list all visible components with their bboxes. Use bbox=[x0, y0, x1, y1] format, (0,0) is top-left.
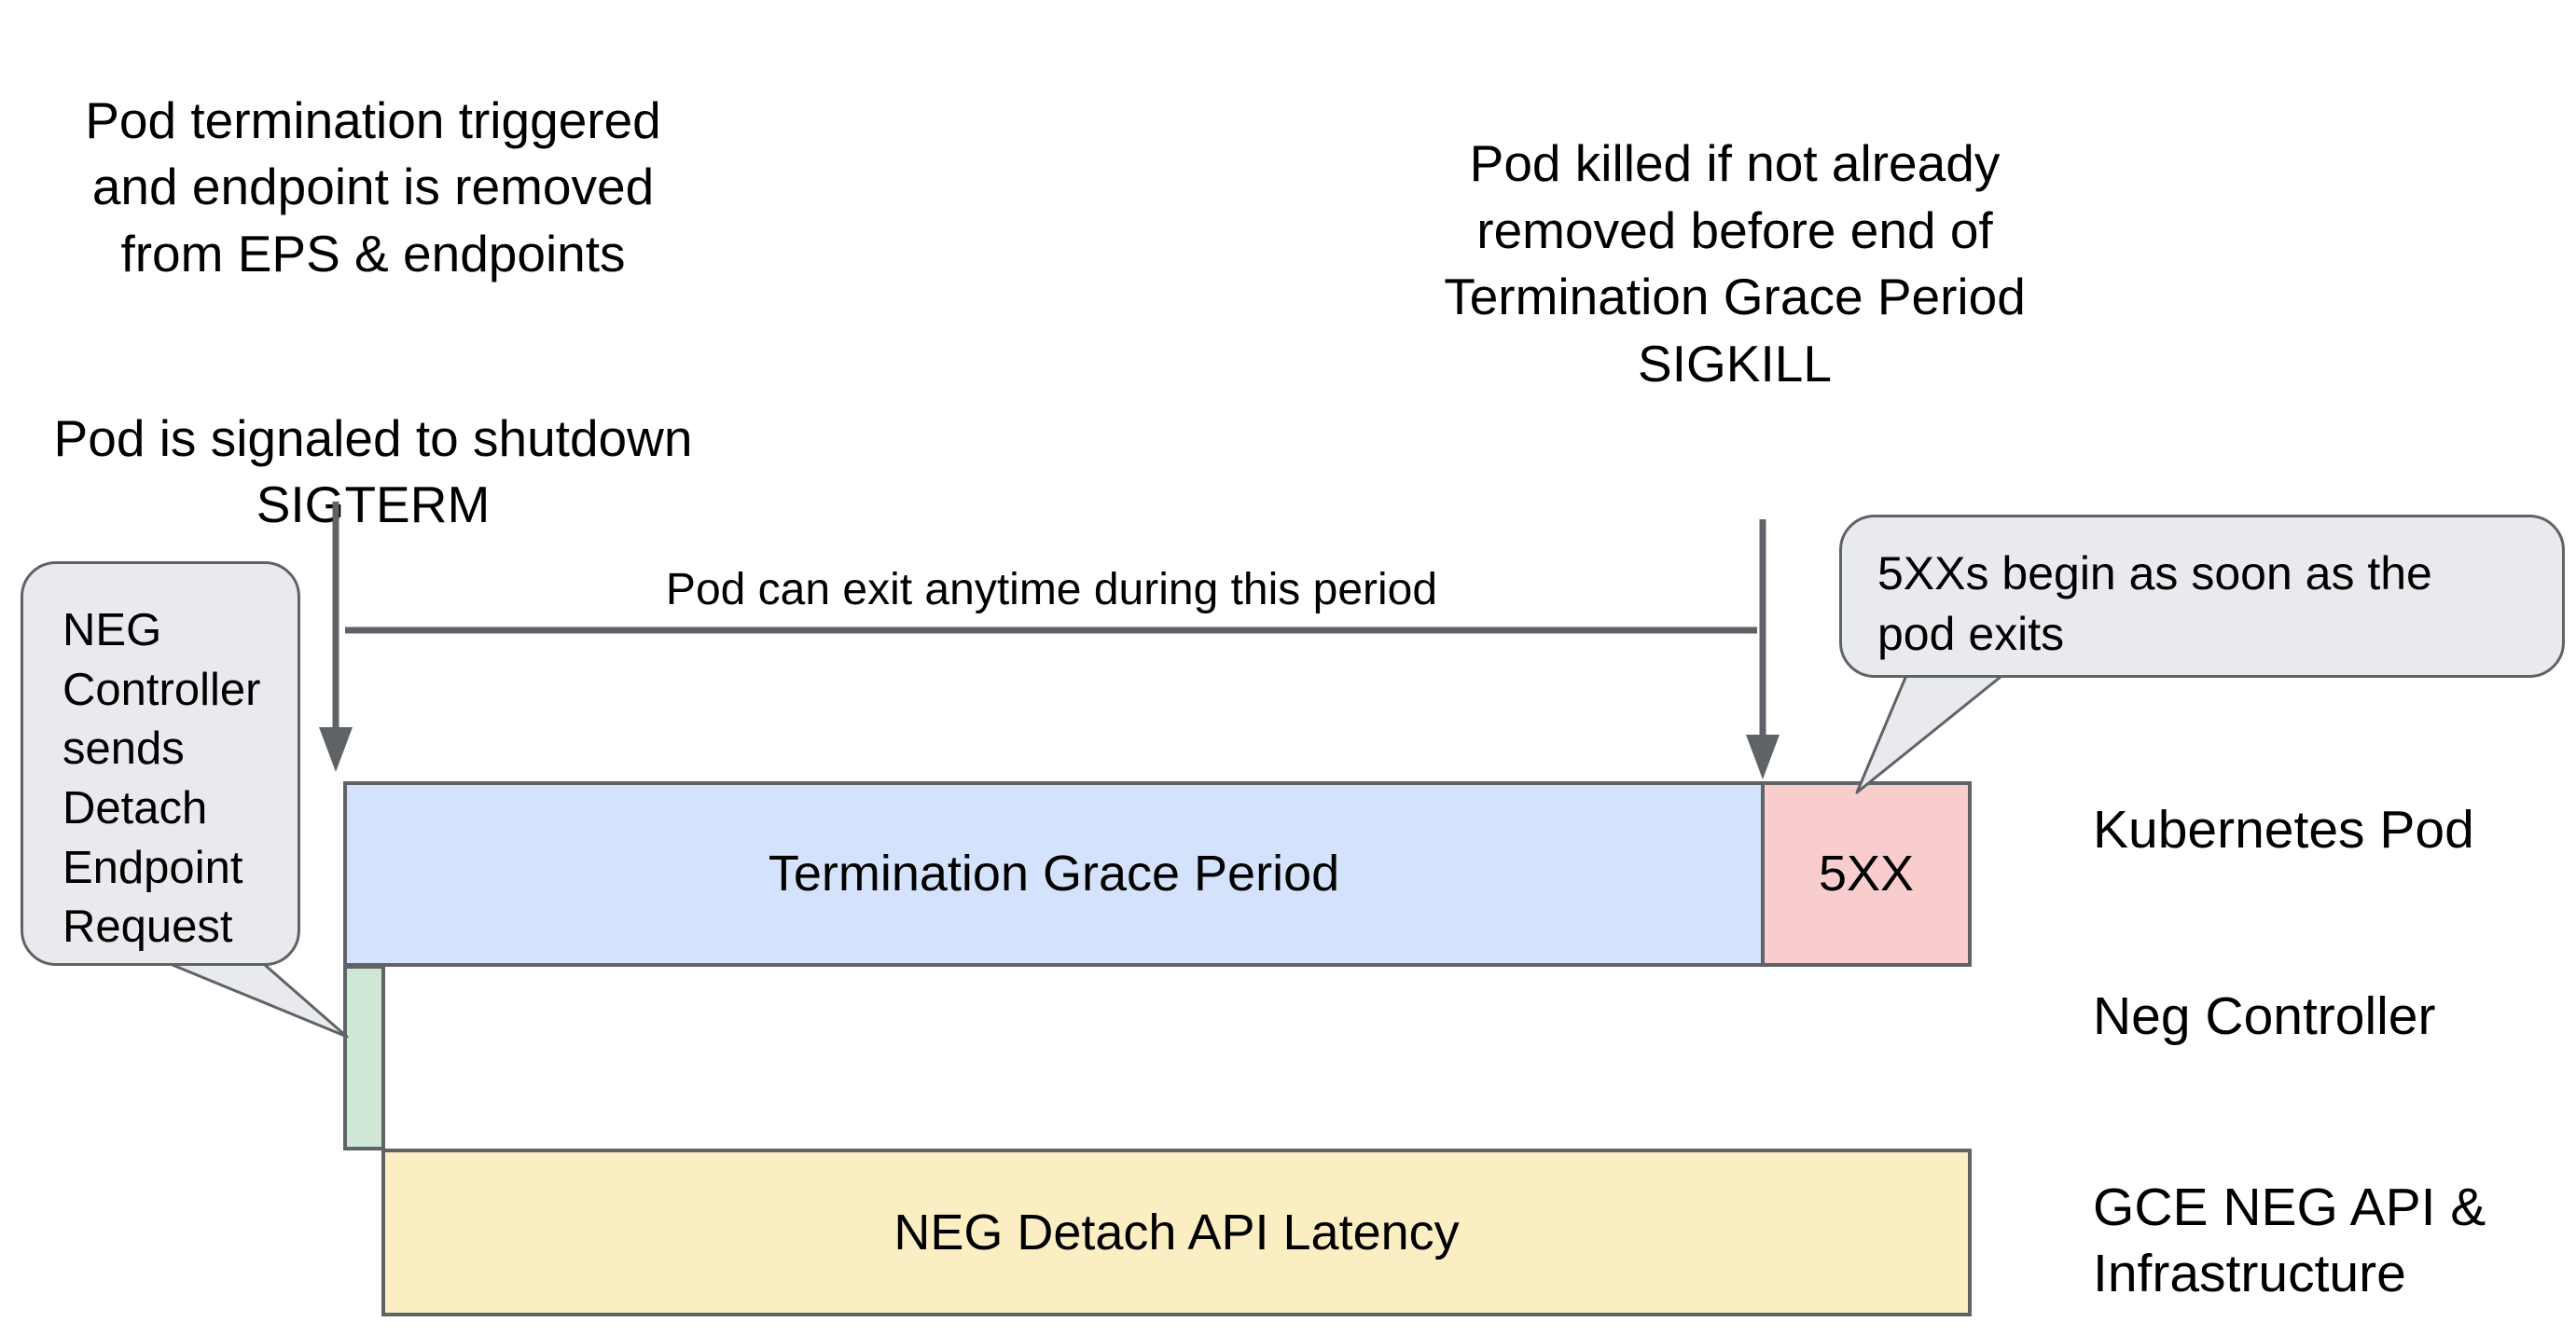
bar-termination-grace-period-label: Termination Grace Period bbox=[768, 846, 1340, 902]
note-pod-killed-sigkill: Pod killed if not already removed before… bbox=[1444, 134, 2026, 393]
lane-label-neg-controller: Neg Controller bbox=[2093, 986, 2436, 1046]
lane-label-gce-neg-api: GCE NEG API & Infrastructure bbox=[2093, 1178, 2486, 1304]
callout-neg-controller-detach-text: NEG Controller sends Detach Endpoint Req… bbox=[62, 605, 261, 953]
note-pod-termination: Pod termination triggered and endpoint i… bbox=[28, 21, 718, 605]
note-pod-sigterm-para2: Pod is signaled to shutdown SIGTERM bbox=[53, 408, 693, 534]
callout-5xx-begin-text: 5XXs begin as soon as the pod exits bbox=[1877, 547, 2432, 660]
bar-5xx: 5XX bbox=[1761, 781, 1972, 967]
bar-neg-detach-request bbox=[343, 965, 385, 1150]
lane-label-kubernetes-pod: Kubernetes Pod bbox=[2093, 800, 2474, 860]
bar-5xx-label: 5XX bbox=[1818, 846, 1915, 902]
exit-window-label: Pod can exit anytime during this period bbox=[665, 565, 1438, 614]
bar-neg-detach-api-latency: NEG Detach API Latency bbox=[381, 1149, 1972, 1316]
5xx-callout-tail-icon bbox=[1855, 671, 2007, 794]
sigkill-arrow-icon bbox=[1746, 519, 1780, 779]
callout-neg-controller-detach: NEG Controller sends Detach Endpoint Req… bbox=[21, 561, 300, 966]
bar-termination-grace-period: Termination Grace Period bbox=[343, 781, 1765, 967]
callout-5xx-begin: 5XXs begin as soon as the pod exits bbox=[1839, 515, 2565, 678]
neg-controller-callout-tail-icon bbox=[155, 957, 349, 1039]
bar-neg-detach-api-latency-label: NEG Detach API Latency bbox=[893, 1204, 1460, 1260]
note-pod-termination-para1: Pod termination triggered and endpoint i… bbox=[85, 90, 661, 282]
